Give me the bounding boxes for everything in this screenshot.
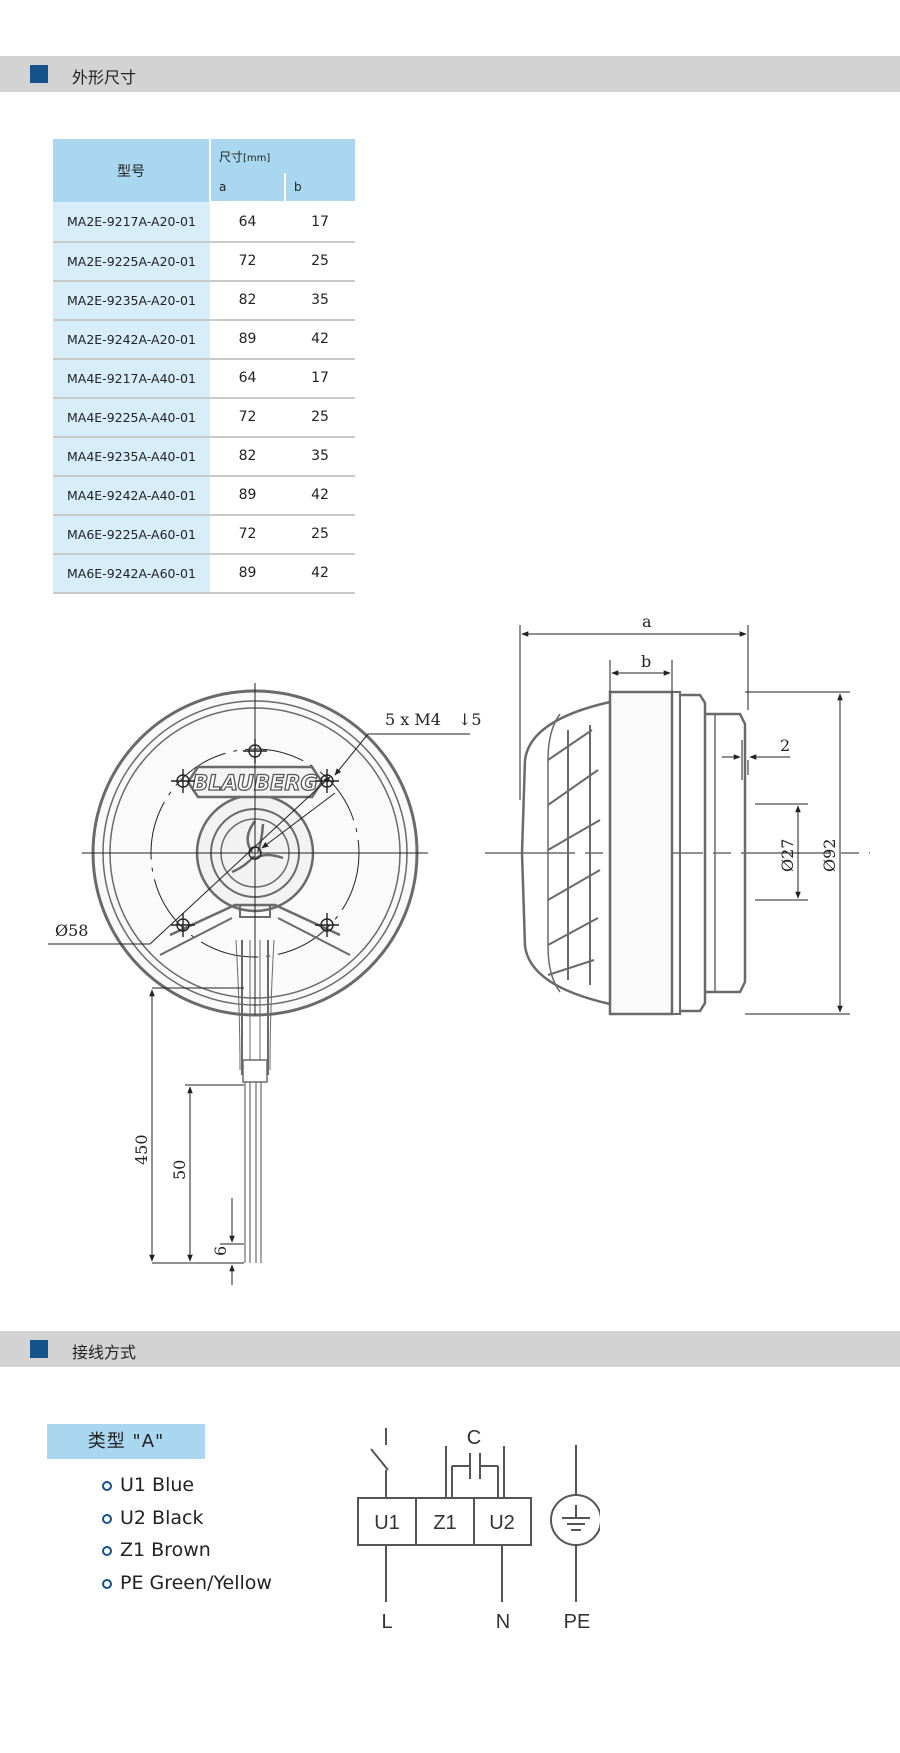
cell-model: MA2E-9235A-A20-01: [53, 280, 210, 321]
cable-dims: [149, 987, 244, 1285]
cell-a: 82: [210, 436, 285, 477]
dia58-label: Ø58: [55, 921, 88, 940]
header-size: 尺寸[mm]: [210, 139, 355, 174]
line-label-n: N: [496, 1611, 510, 1633]
cell-b: 17: [285, 358, 355, 399]
legend-item: Z1 Brown: [102, 1534, 272, 1567]
cell-b: 25: [285, 241, 355, 282]
cell-a: 72: [210, 397, 285, 438]
cable-length-50: 50: [170, 1160, 189, 1180]
terminal-z1: Z1: [433, 1512, 456, 1534]
bullet-icon: [102, 1578, 112, 1589]
legend-item: U1 Blue: [102, 1469, 272, 1502]
wire-color-legend: U1 Blue U2 Black Z1 Brown PE Green/Yello…: [102, 1469, 272, 1599]
dim-2-label: 2: [780, 736, 790, 755]
dim-b-label: b: [641, 652, 651, 671]
cell-b: 42: [285, 319, 355, 360]
line-label-l: L: [381, 1611, 392, 1633]
cell-b: 42: [285, 553, 355, 594]
section-marker-icon: [30, 65, 48, 83]
bullet-icon: [102, 1546, 112, 1556]
legend-item: U2 Black: [102, 1502, 272, 1535]
wiring-diagram: C U1 Z1 U2 L N PE: [357, 1427, 600, 1633]
legend-text: Z1 Brown: [120, 1539, 211, 1561]
legend-text: PE Green/Yellow: [120, 1571, 272, 1594]
capacitor-label: C: [467, 1427, 481, 1449]
cell-a: 89: [210, 319, 285, 360]
mounting-holes: [171, 739, 339, 937]
front-center-lines: [82, 683, 428, 1015]
cell-b: 35: [285, 436, 355, 477]
cell-b: 25: [285, 397, 355, 438]
front-leaders: [48, 733, 470, 945]
cell-a: 89: [210, 475, 285, 516]
cell-model: MA2E-9217A-A20-01: [53, 202, 210, 243]
line-label-pe: PE: [564, 1611, 591, 1633]
cell-a: 82: [210, 280, 285, 321]
cell-a: 64: [210, 358, 285, 399]
cable-length-6: 6: [211, 1246, 230, 1256]
cell-b: 17: [285, 202, 355, 243]
section-header-wiring: 接线方式: [0, 1331, 900, 1367]
cell-model: MA4E-9235A-A40-01: [53, 436, 210, 477]
dim-a-label: a: [642, 612, 652, 631]
section-title: 接线方式: [72, 1343, 137, 1362]
dia92-label: Ø92: [820, 839, 839, 872]
cell-b: 35: [285, 280, 355, 321]
header-model: 型号: [53, 139, 211, 202]
cell-model: MA4E-9217A-A40-01: [53, 358, 210, 399]
wiring-type-label: 类型 "A": [47, 1424, 205, 1459]
header-col-a: a: [210, 173, 286, 204]
section-marker-icon: [30, 1340, 48, 1358]
section-title: 外形尺寸: [72, 68, 137, 87]
cell-a: 72: [210, 241, 285, 282]
legend-text: U2 Black: [120, 1506, 204, 1529]
side-dims: [519, 625, 850, 1015]
cell-a: 72: [210, 514, 285, 555]
section-header-dimensions: 外形尺寸: [0, 56, 900, 92]
cell-a: 89: [210, 553, 285, 594]
cell-model: MA4E-9242A-A40-01: [53, 475, 210, 516]
cable-length-450: 450: [132, 1134, 151, 1165]
cell-model: MA6E-9225A-A60-01: [53, 514, 210, 555]
cell-b: 25: [285, 514, 355, 555]
legend-item: PE Green/Yellow: [102, 1567, 272, 1600]
bullet-icon: [102, 1481, 112, 1491]
cell-model: MA6E-9242A-A60-01: [53, 553, 210, 594]
cell-b: 42: [285, 475, 355, 516]
terminal-u1: U1: [374, 1512, 400, 1534]
thread-depth-label: ↓5: [458, 710, 482, 729]
cell-model: MA2E-9242A-A20-01: [53, 319, 210, 360]
dia27-label: Ø27: [778, 839, 797, 872]
thread-label: 5 x M4: [385, 710, 441, 729]
cell-model: MA4E-9225A-A40-01: [53, 397, 210, 438]
legend-text: U1 Blue: [120, 1474, 195, 1496]
side-view: [485, 690, 870, 1016]
motor-technical-drawing: BLAUBERG 5 x M4 ↓5 Ø58: [48, 612, 870, 1285]
cell-a: 64: [210, 202, 285, 243]
terminal-u2: U2: [489, 1512, 515, 1534]
bullet-icon: [102, 1513, 112, 1524]
cell-model: MA2E-9225A-A20-01: [53, 241, 210, 282]
header-col-b: b: [285, 173, 355, 204]
